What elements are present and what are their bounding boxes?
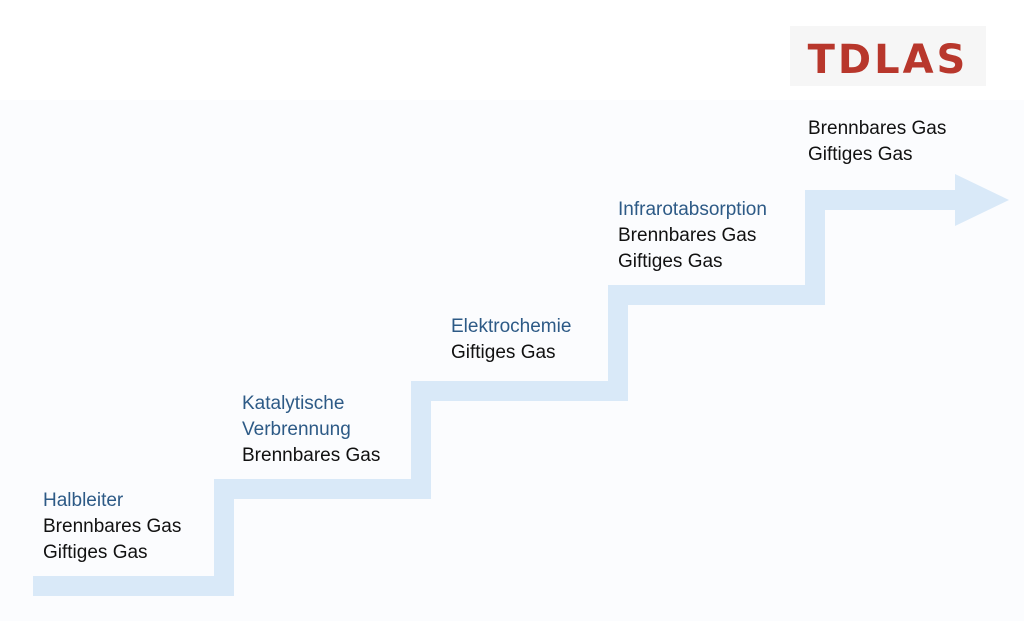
gas-label-giftig: Giftiges Gas: [808, 144, 913, 165]
method-label: Infrarotabsorption: [618, 199, 767, 220]
method-label: Halbleiter: [43, 490, 124, 511]
step-tdlas: Brennbares Gas Giftiges Gas: [808, 116, 946, 168]
gas-label-giftig: Giftiges Gas: [451, 342, 556, 363]
step-elektrochemie: Elektrochemie Giftiges Gas: [451, 314, 571, 366]
step-infrarotabsorption: Infrarotabsorption Brennbares Gas Giftig…: [618, 197, 767, 275]
gas-label-brennbar: Brennbares Gas: [242, 445, 381, 466]
gas-label-giftig: Giftiges Gas: [618, 251, 723, 272]
gas-label-giftig: Giftiges Gas: [43, 542, 148, 563]
step-katalytische-verbrennung: Katalytische Verbrennung Brennbares Gas: [242, 391, 380, 469]
tdlas-logo-text: TDLAS: [808, 37, 969, 83]
tdlas-logo-graphic: TDLAS: [808, 37, 969, 83]
tdlas-logo: TDLAS: [790, 26, 986, 86]
step-halbleiter: Halbleiter Brennbares Gas Giftiges Gas: [43, 488, 181, 566]
method-label: Katalytische: [242, 393, 345, 414]
gas-label-brennbar: Brennbares Gas: [618, 225, 757, 246]
method-label-line2: Verbrennung: [242, 419, 351, 440]
arrow-head: [955, 174, 1009, 226]
method-label: Elektrochemie: [451, 316, 572, 337]
background-band: [0, 100, 1024, 621]
gas-label-brennbar: Brennbares Gas: [808, 118, 947, 139]
staircase-path: [33, 190, 958, 596]
gas-label-brennbar: Brennbares Gas: [43, 516, 182, 537]
